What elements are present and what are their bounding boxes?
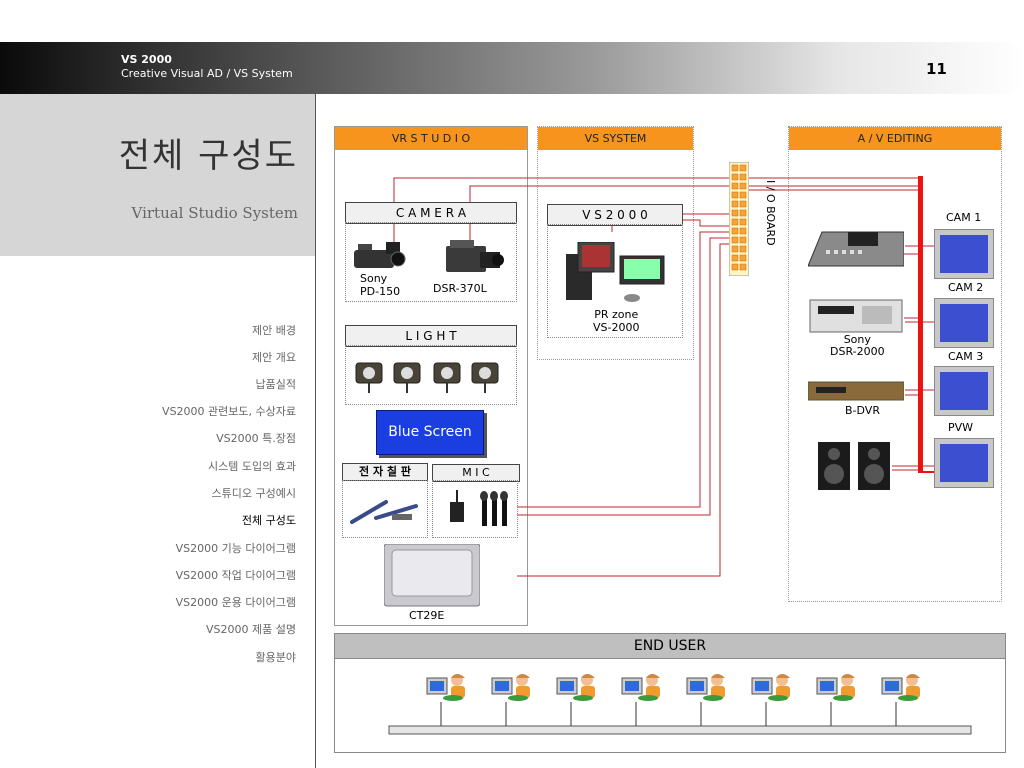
nav-item[interactable]: 시스템 도입의 효과 (208, 460, 296, 473)
end-user-section: END USER (334, 633, 1006, 753)
av-editing-header: A / V EDITING (789, 127, 1001, 150)
user-workstation-icon (621, 674, 660, 726)
zone-line1: PR zone (594, 308, 639, 321)
vs-system-section: VS SYSTEM (537, 126, 694, 360)
electronic-board-group (342, 480, 428, 538)
page-subtitle: Virtual Studio System (131, 204, 298, 222)
nav-item[interactable]: VS2000 기능 다이어그램 (175, 542, 296, 555)
user-workstation-icon (751, 674, 790, 726)
vs2000-workstation-icon (566, 242, 665, 302)
video-switcher-icon (808, 231, 904, 267)
vr-studio-section: VR S T U D I O (334, 126, 528, 626)
user-workstation-icon (491, 674, 530, 726)
page-title: 전체 구성도 (118, 136, 298, 176)
page-number: 11 (926, 60, 947, 78)
end-user-network (388, 674, 972, 735)
tv-label: CT29E (409, 609, 445, 622)
divider (315, 94, 316, 768)
camera1-model: PD-150 (360, 285, 401, 298)
monitor-cam2-label: CAM 2 (948, 281, 984, 294)
vs-system-header: VS SYSTEM (538, 127, 693, 150)
vr-studio-header: VR S T U D I O (335, 127, 527, 150)
mic-group (432, 480, 518, 538)
sony-line2: DSR-2000 (830, 345, 885, 358)
brand-subtitle: Creative Visual AD / VS System (121, 67, 293, 80)
nav-item[interactable]: VS2000 작업 다이어그램 (175, 569, 296, 582)
vs2000-group (547, 224, 683, 338)
monitor-cam3 (935, 367, 993, 415)
camcorder-icon (354, 242, 406, 268)
nav-item[interactable]: VS2000 특.장점 (216, 432, 296, 445)
blue-screen: Blue Screen (376, 410, 484, 455)
user-workstation-icon (881, 674, 920, 726)
monitor-cam3-label: CAM 3 (948, 350, 984, 363)
av-editing-section: A / V EDITING (788, 126, 1002, 602)
monitor-cam1-label: CAM 1 (946, 211, 982, 224)
camera-label: C A M E R A (345, 202, 517, 224)
monitor-pvw (935, 439, 993, 487)
camera-group (345, 222, 517, 302)
sony-line1: Sony (843, 333, 871, 346)
nav-item[interactable]: 활용분야 (255, 651, 296, 664)
nav-item[interactable]: 스튜디오 구성예시 (211, 487, 296, 500)
monitor-pvw-label: PVW (948, 421, 974, 434)
nav-item[interactable]: 제안 개요 (252, 351, 296, 364)
brand-title: VS 2000 (121, 53, 172, 66)
mic-label: M I C (432, 464, 520, 482)
pro-camera-icon (446, 240, 504, 272)
end-user-header: END USER (335, 634, 1005, 659)
nav-item[interactable]: VS2000 제품 설명 (206, 623, 296, 636)
nav-item-active[interactable]: 전체 구성도 (241, 514, 296, 527)
camera2-label: DSR-370L (433, 282, 487, 295)
header-bar: VS 2000 Creative Visual AD / VS System 1… (0, 42, 1024, 94)
nav-item[interactable]: VS2000 운용 다이어그램 (175, 596, 296, 609)
user-workstation-icon (686, 674, 725, 726)
studio-light-icons (355, 362, 499, 393)
user-workstation-icon (426, 674, 465, 726)
vs2000-label: V S 2 0 0 0 (547, 204, 683, 226)
io-board-label: I / O BOARD (764, 180, 777, 246)
nav-item[interactable]: 납품실적 (255, 378, 296, 391)
bdvr-label: B-DVR (845, 404, 880, 417)
nav-item[interactable]: 제안 배경 (252, 324, 296, 337)
monitor-cam2 (935, 299, 993, 347)
pen-tools-icon (350, 500, 418, 524)
light-label: L I G H T (345, 325, 517, 347)
dvr-icon (808, 381, 904, 401)
camera1-brand: Sony (360, 272, 388, 285)
monitor-cam1 (935, 230, 993, 278)
vtr-deck-icon (809, 299, 903, 333)
io-board-icon (729, 162, 749, 276)
electronic-board-label: 전 자 칠 판 (342, 463, 428, 481)
crt-tv-icon (384, 544, 480, 607)
title-panel: 전체 구성도 Virtual Studio System (0, 94, 315, 256)
nav-item[interactable]: VS2000 관련보도, 수상자료 (162, 405, 296, 418)
user-workstation-icon (816, 674, 855, 726)
speaker-icons (818, 442, 890, 490)
microphone-icons (450, 490, 508, 526)
user-workstation-icon (556, 674, 595, 726)
zone-line2: VS-2000 (593, 321, 640, 334)
light-group (345, 345, 517, 405)
